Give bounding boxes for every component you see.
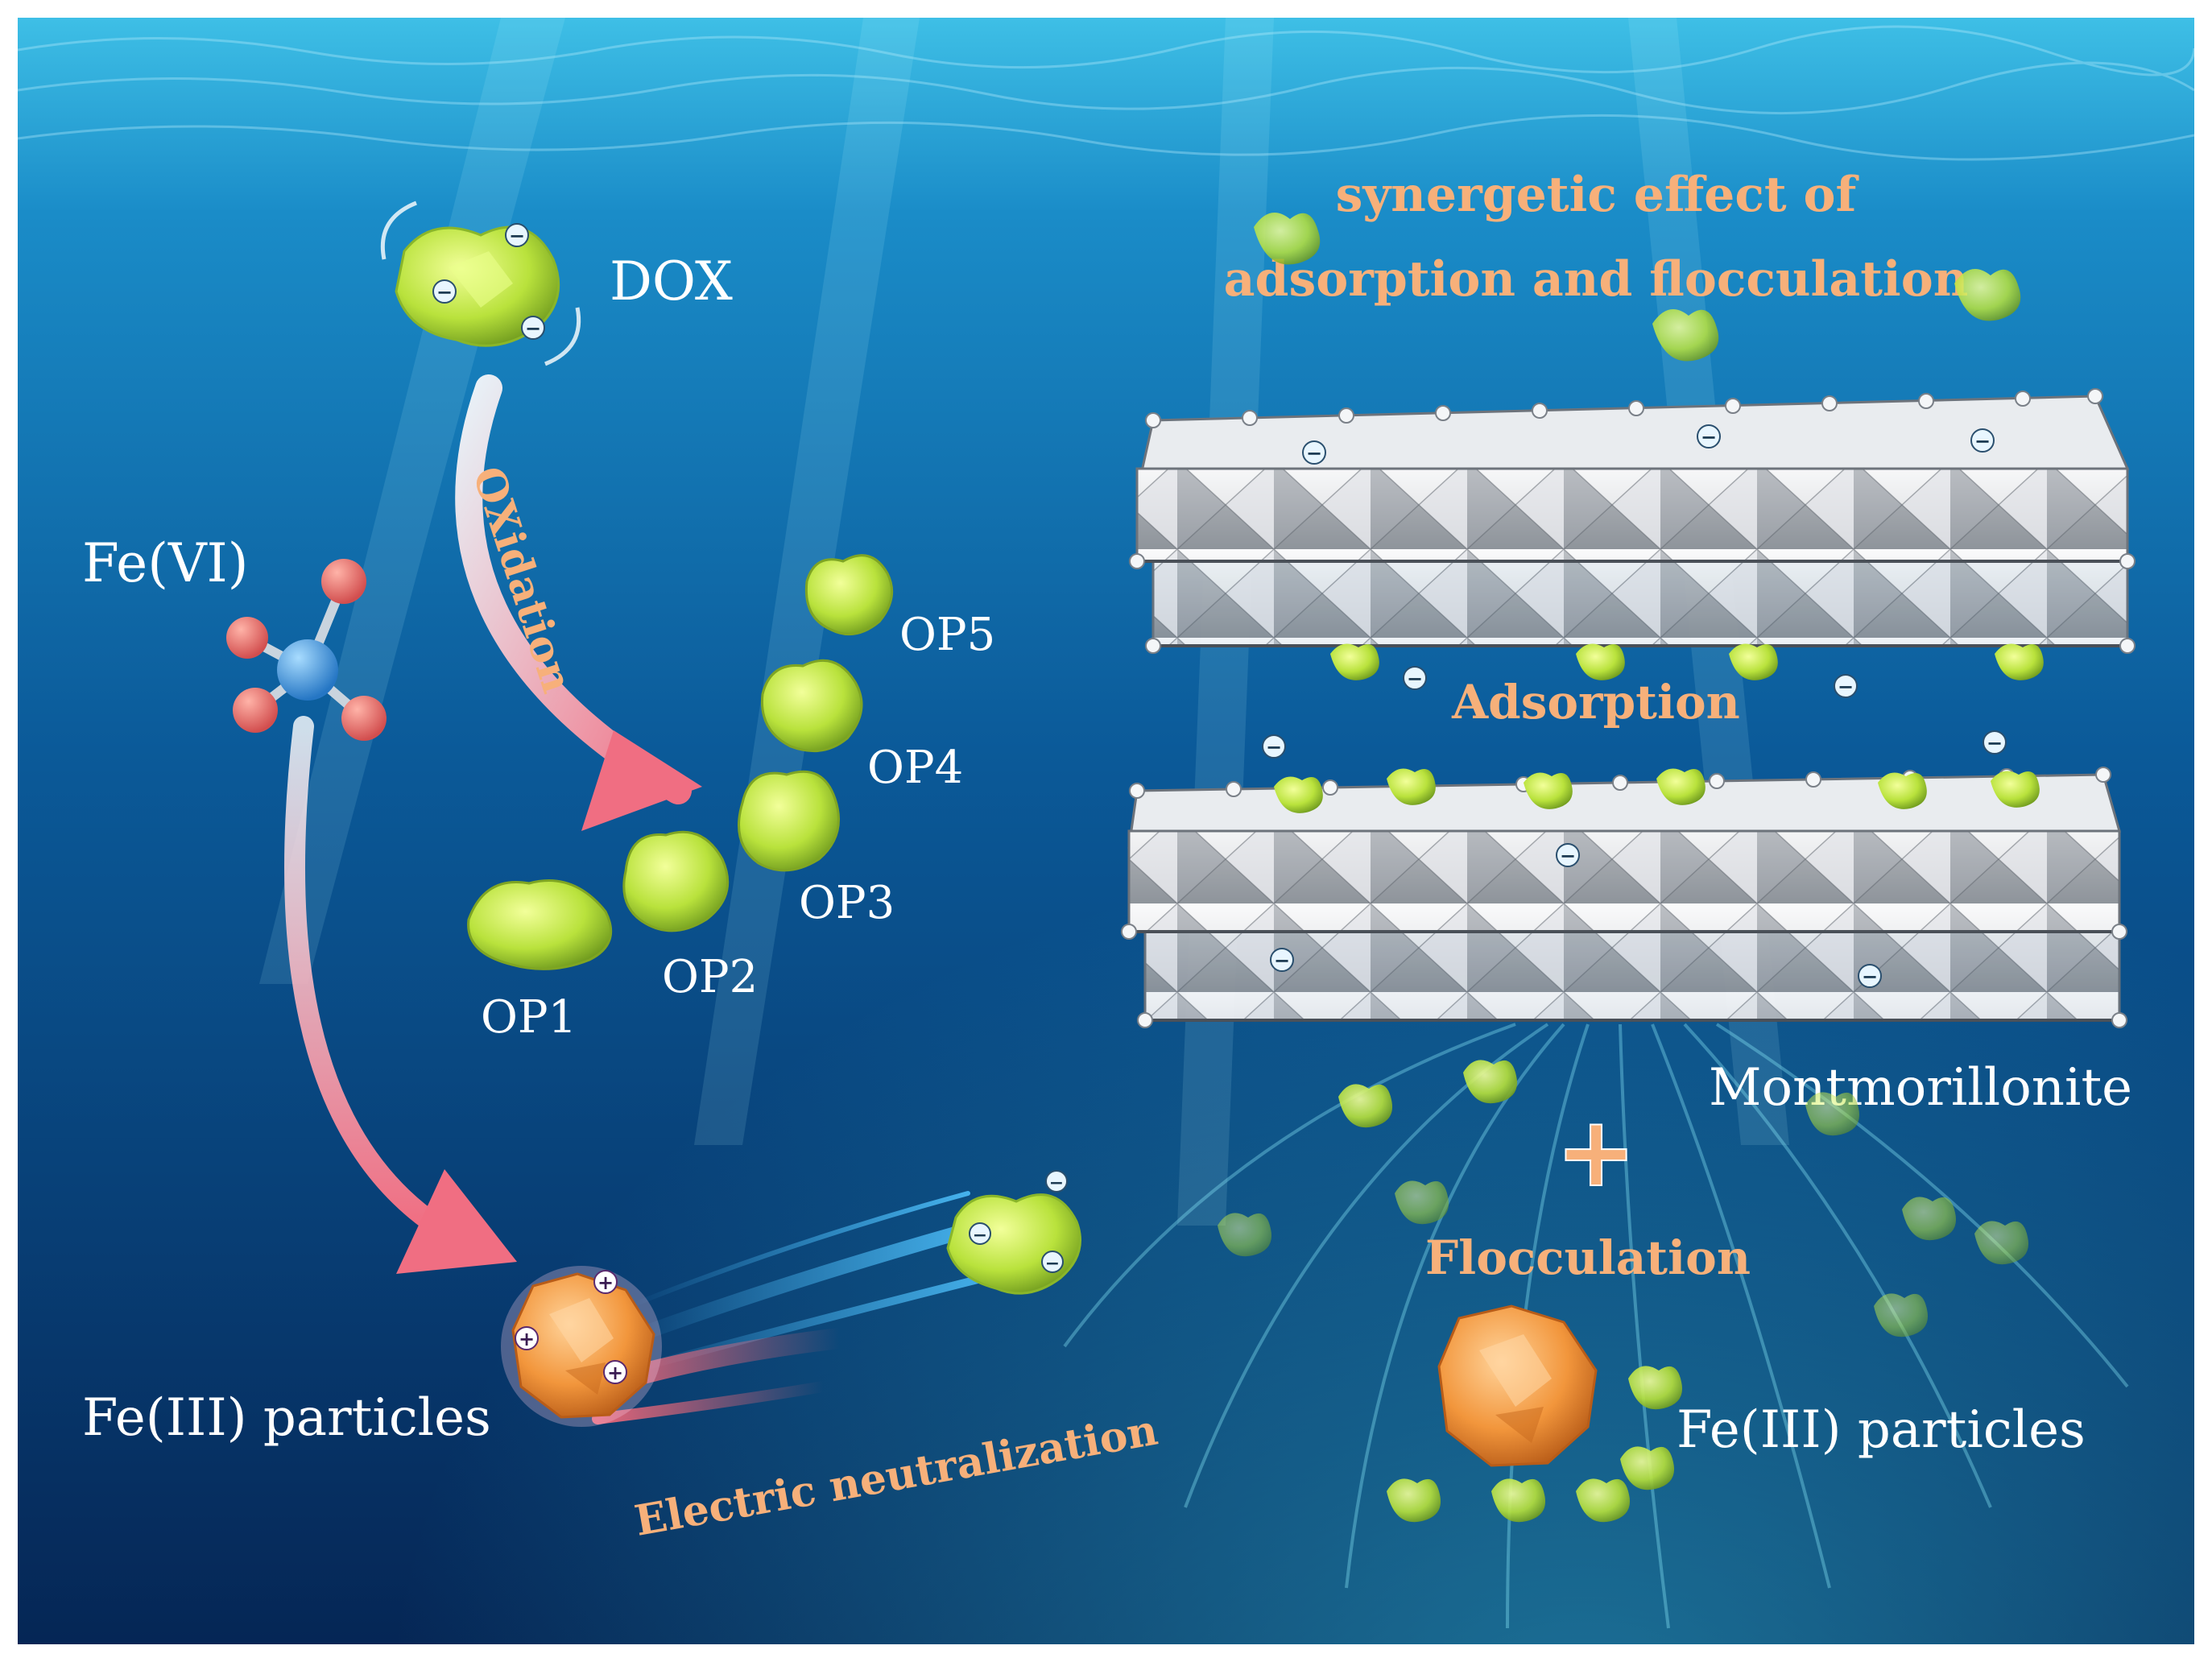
fe-vi-label: Fe(VI): [82, 532, 248, 594]
negative-charge-text: −: [1274, 949, 1290, 972]
lower-layer-surface-fragments: [1274, 768, 2040, 813]
negative-charge-text: −: [1987, 732, 2003, 755]
lower-layer-charge-3: −: [1858, 964, 1882, 988]
montmorillonite-label: Montmorillonite: [1709, 1058, 2132, 1118]
dox-charge-2: −: [432, 279, 457, 304]
op3-label: OP3: [799, 877, 895, 929]
floating-fragments-bottom: [1218, 1060, 2029, 1523]
fe-vi-molecule: [226, 559, 387, 741]
fe-iii-particle-right: [1437, 1304, 1598, 1467]
op2-label: OP2: [662, 951, 758, 1003]
upper-layer-charge-2: −: [1697, 424, 1721, 449]
fe-iii-right-label: Fe(III) particles: [1677, 1400, 2086, 1460]
negative-charge-text: −: [1306, 442, 1322, 465]
negative-charge-text: −: [1862, 965, 1878, 988]
dox2-charge-3: −: [1041, 1251, 1064, 1274]
positive-charge-text: +: [607, 1362, 623, 1384]
dox-molecule: [380, 201, 581, 366]
negative-charge-text: −: [509, 225, 525, 247]
dox-label: DOX: [610, 250, 733, 312]
negative-charge-text: −: [1974, 430, 1991, 453]
synergetic-title-line2: adsorption and flocculation: [1224, 251, 1969, 308]
dox2-charge-1: −: [1045, 1170, 1068, 1193]
negative-charge-text: −: [436, 281, 453, 304]
fe-iii-charge-3: +: [603, 1360, 627, 1384]
lower-layer-charge-1: −: [1556, 843, 1580, 867]
interlayer-fragments: [1330, 643, 2044, 680]
upper-layer-atoms: [1129, 388, 2136, 654]
op2-fragment: [622, 830, 730, 932]
op5-fragment: [804, 554, 894, 636]
water-surface-ripples: [18, 25, 2194, 161]
interlayer-charge-2: −: [1834, 674, 1858, 698]
dox-charge-3: −: [521, 316, 545, 340]
oxidation-arrow: [455, 374, 702, 831]
diagram-scene: − − − DOX OXidation Fe(VI) OP5 OP4: [18, 18, 2194, 1644]
op1-label: OP1: [481, 991, 577, 1044]
negative-charge-text: −: [1266, 736, 1282, 759]
fe-iii-charge-2: +: [515, 1326, 539, 1350]
negative-charge-text: −: [1049, 1173, 1064, 1193]
fe-iii-charge-1: +: [593, 1270, 618, 1294]
synergetic-title-line1: synergetic effect of: [1336, 167, 1860, 223]
upper-layer-charge-3: −: [1970, 428, 1995, 453]
negative-charge-text: −: [973, 1226, 987, 1246]
negative-charge-text: −: [525, 317, 541, 340]
negative-charge-text: −: [1701, 426, 1717, 449]
upper-layer-charge-1: −: [1302, 440, 1326, 465]
flocculation-label: Flocculation: [1425, 1230, 1751, 1285]
diagram-canvas: − − − DOX OXidation Fe(VI) OP5 OP4: [18, 18, 2194, 1644]
positive-charge-text: +: [519, 1328, 535, 1350]
fe-iii-left-label: Fe(III) particles: [82, 1388, 491, 1448]
dox-charge-1: −: [505, 223, 529, 247]
negative-charge-text: −: [1838, 676, 1854, 698]
dox2-charge-2: −: [969, 1222, 991, 1246]
adsorption-label: Adsorption: [1451, 675, 1740, 730]
floating-fragments-top: [1254, 213, 2021, 362]
op1-fragment: [467, 879, 613, 970]
plus-sign: +: [1556, 1097, 1637, 1209]
interlayer-charge-3: −: [1262, 734, 1286, 759]
interlayer-charge-4: −: [1983, 730, 2007, 755]
lower-layer-charge-2: −: [1270, 948, 1294, 972]
montmorillonite-lower-layer: [1127, 773, 2121, 1022]
reduction-arrow: [284, 716, 517, 1274]
negative-charge-text: −: [1560, 845, 1576, 867]
montmorillonite-upper-layer: [1135, 395, 2130, 647]
op5-label: OP5: [899, 609, 995, 661]
positive-charge-text: +: [597, 1271, 614, 1294]
op4-fragment: [760, 659, 863, 753]
op4-label: OP4: [867, 742, 963, 794]
negative-charge-text: −: [1045, 1254, 1060, 1274]
negative-charge-text: −: [1407, 668, 1423, 690]
op3-fragment: [738, 770, 840, 872]
interlayer-charge-1: −: [1403, 666, 1427, 690]
neutralization-trails: [587, 1191, 1004, 1424]
